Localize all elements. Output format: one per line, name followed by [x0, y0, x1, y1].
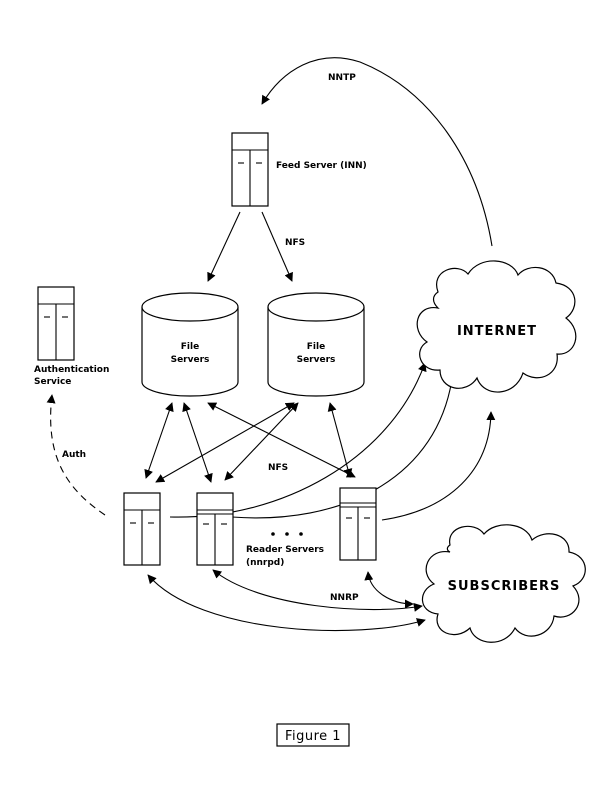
auth-label: Auth [62, 450, 86, 460]
internet-label: INTERNET [457, 324, 537, 339]
reader2-to-subscribers [212, 569, 423, 612]
subscribers-label: SUBSCRIBERS [448, 579, 561, 594]
ellipsis-dots [271, 532, 303, 536]
reader3-to-internet [381, 411, 496, 521]
nfs-middle-label: NFS [268, 463, 288, 473]
file-server-left [141, 292, 239, 397]
reader1-to-subscribers [147, 574, 426, 632]
nfs-left-reader2 [182, 402, 213, 483]
file-server-left-label-1: File [181, 342, 199, 352]
reader-server-2 [196, 492, 234, 566]
subscribers-cloud [421, 524, 586, 643]
reader-server-3 [339, 487, 377, 561]
file-server-right-label-1: File [307, 342, 325, 352]
authentication-label-1: Authentication [34, 365, 109, 375]
reader-server-1 [123, 492, 161, 566]
reader3-to-subscribers [364, 571, 414, 609]
figure-caption: Figure 1 [276, 723, 350, 747]
nntp-label: NNTP [328, 73, 356, 83]
feed-server [231, 132, 269, 207]
reader2-to-internet [231, 371, 457, 519]
nnrp-label: NNRP [330, 593, 359, 603]
feed-to-fileserver-left [207, 211, 241, 282]
authentication-server [37, 286, 75, 361]
feed-server-label: Feed Server (INN) [276, 161, 367, 171]
labels: NNTP Feed Server (INN) NFS File Servers … [34, 73, 561, 603]
authentication-label-2: Service [34, 377, 71, 387]
file-server-right-label-2: Servers [297, 355, 336, 365]
auth-link [46, 394, 106, 516]
nfs-right-reader2 [224, 402, 299, 481]
feed-to-fileserver-right [261, 211, 293, 282]
reader-servers-label-2: (nnrpd) [246, 558, 284, 568]
nntp-link [261, 57, 493, 247]
figure-caption-text: Figure 1 [285, 729, 341, 744]
reader-servers-label-1: Reader Servers [246, 545, 324, 555]
connections [46, 57, 496, 632]
file-server-left-label-2: Servers [171, 355, 210, 365]
internet-cloud [416, 260, 577, 393]
nfs-right-reader3 [327, 402, 353, 478]
nfs-left-reader1 [144, 402, 174, 479]
file-server-right [267, 292, 365, 397]
nfs-top-label: NFS [285, 238, 305, 248]
